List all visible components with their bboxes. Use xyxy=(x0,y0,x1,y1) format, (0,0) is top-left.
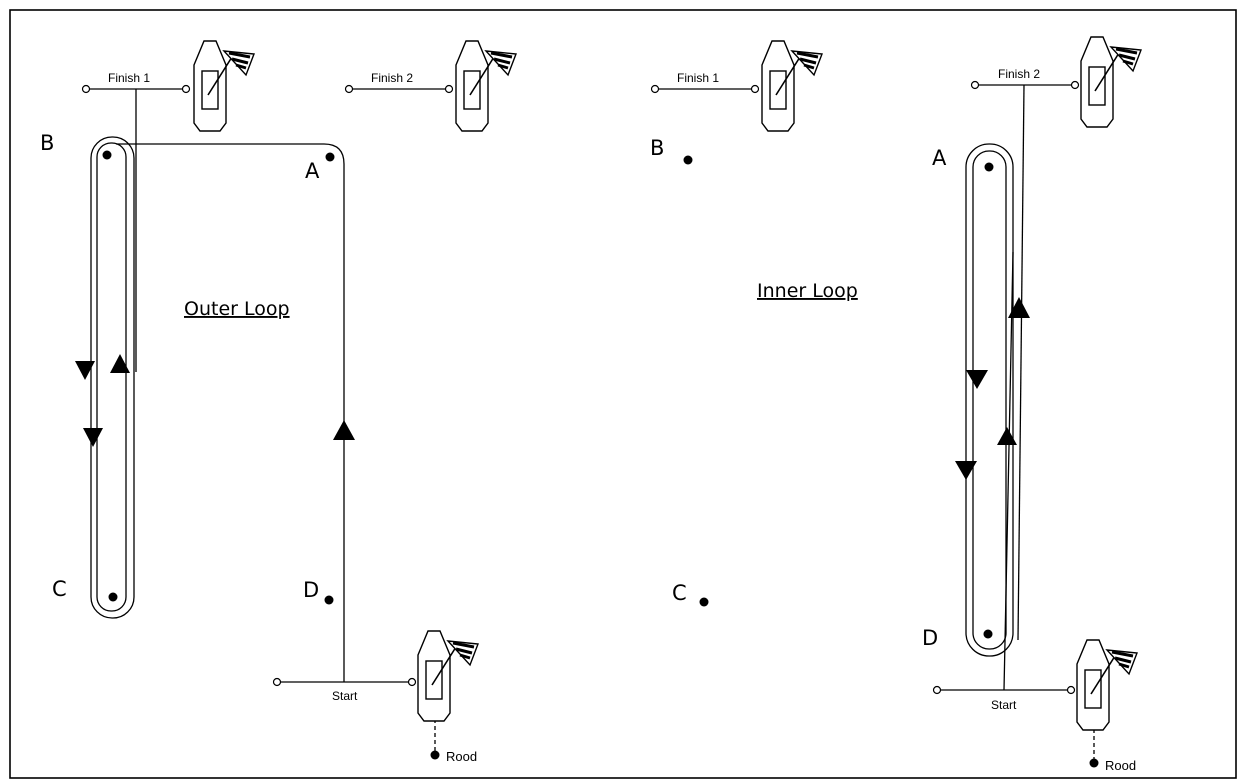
inner-finish1-label: Finish 1 xyxy=(677,71,719,85)
inner-rood-label: Rood xyxy=(1105,758,1136,773)
diagram-frame xyxy=(9,9,1237,779)
outer-start-label: Start xyxy=(332,689,358,703)
outer-arrow-down-2-icon xyxy=(83,428,103,447)
inner-mark-c-buoy-icon xyxy=(699,597,709,607)
inner-loop-outer-rounding xyxy=(965,143,1014,657)
inner-start-pin2-icon xyxy=(1066,685,1076,695)
inner-loop-inner-rounding xyxy=(972,150,1007,650)
outer-start-pin2-icon xyxy=(407,677,417,687)
inner-finish1-pin2-icon xyxy=(750,84,760,94)
outer-mark-c-label: C xyxy=(52,577,67,601)
outer-loop-inner-rounding xyxy=(96,142,127,612)
outer-arrow-up-1-icon xyxy=(110,354,130,373)
inner-rood-buoy-icon xyxy=(1089,758,1099,768)
outer-finish1-committee-boat-icon xyxy=(192,39,256,133)
outer-rood-label: Rood xyxy=(446,749,477,764)
outer-mark-a-buoy-icon xyxy=(325,152,335,162)
inner-mark-a-label: A xyxy=(932,146,947,170)
inner-mark-a-buoy-icon xyxy=(984,162,994,172)
inner-arrow-up-2-icon xyxy=(997,427,1017,445)
outer-course-path-start-a-b xyxy=(116,143,345,682)
outer-arrow-up-2-icon xyxy=(333,420,355,440)
outer-start-pin-icon xyxy=(272,677,282,687)
inner-leg-start-to-a xyxy=(1003,251,1014,691)
outer-finish2-pin2-icon xyxy=(444,84,454,94)
outer-start-committee-boat-icon xyxy=(416,629,480,723)
outer-rood-buoy-icon xyxy=(430,750,440,760)
outer-finish2-label: Finish 2 xyxy=(371,71,413,85)
inner-loop-title: Inner Loop xyxy=(757,280,858,302)
inner-finish2-pin2-icon xyxy=(1070,80,1080,90)
outer-mark-d-buoy-icon xyxy=(324,595,334,605)
inner-mark-b-label: B xyxy=(650,136,664,160)
outer-finish1-pin-icon xyxy=(81,84,91,94)
outer-mark-b-label: B xyxy=(40,131,54,155)
outer-arrow-down-1-icon xyxy=(75,361,95,380)
outer-finish1-label: Finish 1 xyxy=(108,71,150,85)
outer-loop-outer-rounding xyxy=(90,136,135,619)
outer-mark-d-label: D xyxy=(303,578,319,602)
outer-mark-b-buoy-icon xyxy=(102,150,112,160)
inner-finish2-pin-icon xyxy=(970,80,980,90)
inner-start-pin-icon xyxy=(932,685,942,695)
outer-finish1-pin2-icon xyxy=(181,84,191,94)
outer-mark-a-label: A xyxy=(305,159,320,183)
outer-finish2-committee-boat-icon xyxy=(454,39,518,133)
inner-start-committee-boat-icon xyxy=(1075,638,1139,732)
inner-loop-panel xyxy=(650,80,1095,759)
inner-finish2-label: Finish 2 xyxy=(998,67,1040,81)
inner-mark-d-label: D xyxy=(922,626,938,650)
outer-loop-panel xyxy=(81,84,454,752)
inner-leg-d-to-finish xyxy=(1017,84,1025,641)
inner-finish2-committee-boat-icon xyxy=(1079,35,1143,129)
inner-mark-d-buoy-icon xyxy=(983,629,993,639)
inner-mark-c-label: C xyxy=(672,581,687,605)
inner-finish1-pin-icon xyxy=(650,84,660,94)
inner-start-label: Start xyxy=(991,698,1017,712)
inner-finish1-committee-boat-icon xyxy=(760,39,824,133)
outer-loop-title: Outer Loop xyxy=(184,298,290,320)
inner-arrow-down-2-icon xyxy=(955,461,977,480)
inner-arrow-down-1-icon xyxy=(966,370,988,389)
inner-arrow-up-1-icon xyxy=(1008,297,1030,318)
inner-mark-b-buoy-icon xyxy=(683,155,693,165)
outer-mark-c-buoy-icon xyxy=(108,592,118,602)
outer-finish2-pin-icon xyxy=(344,84,354,94)
